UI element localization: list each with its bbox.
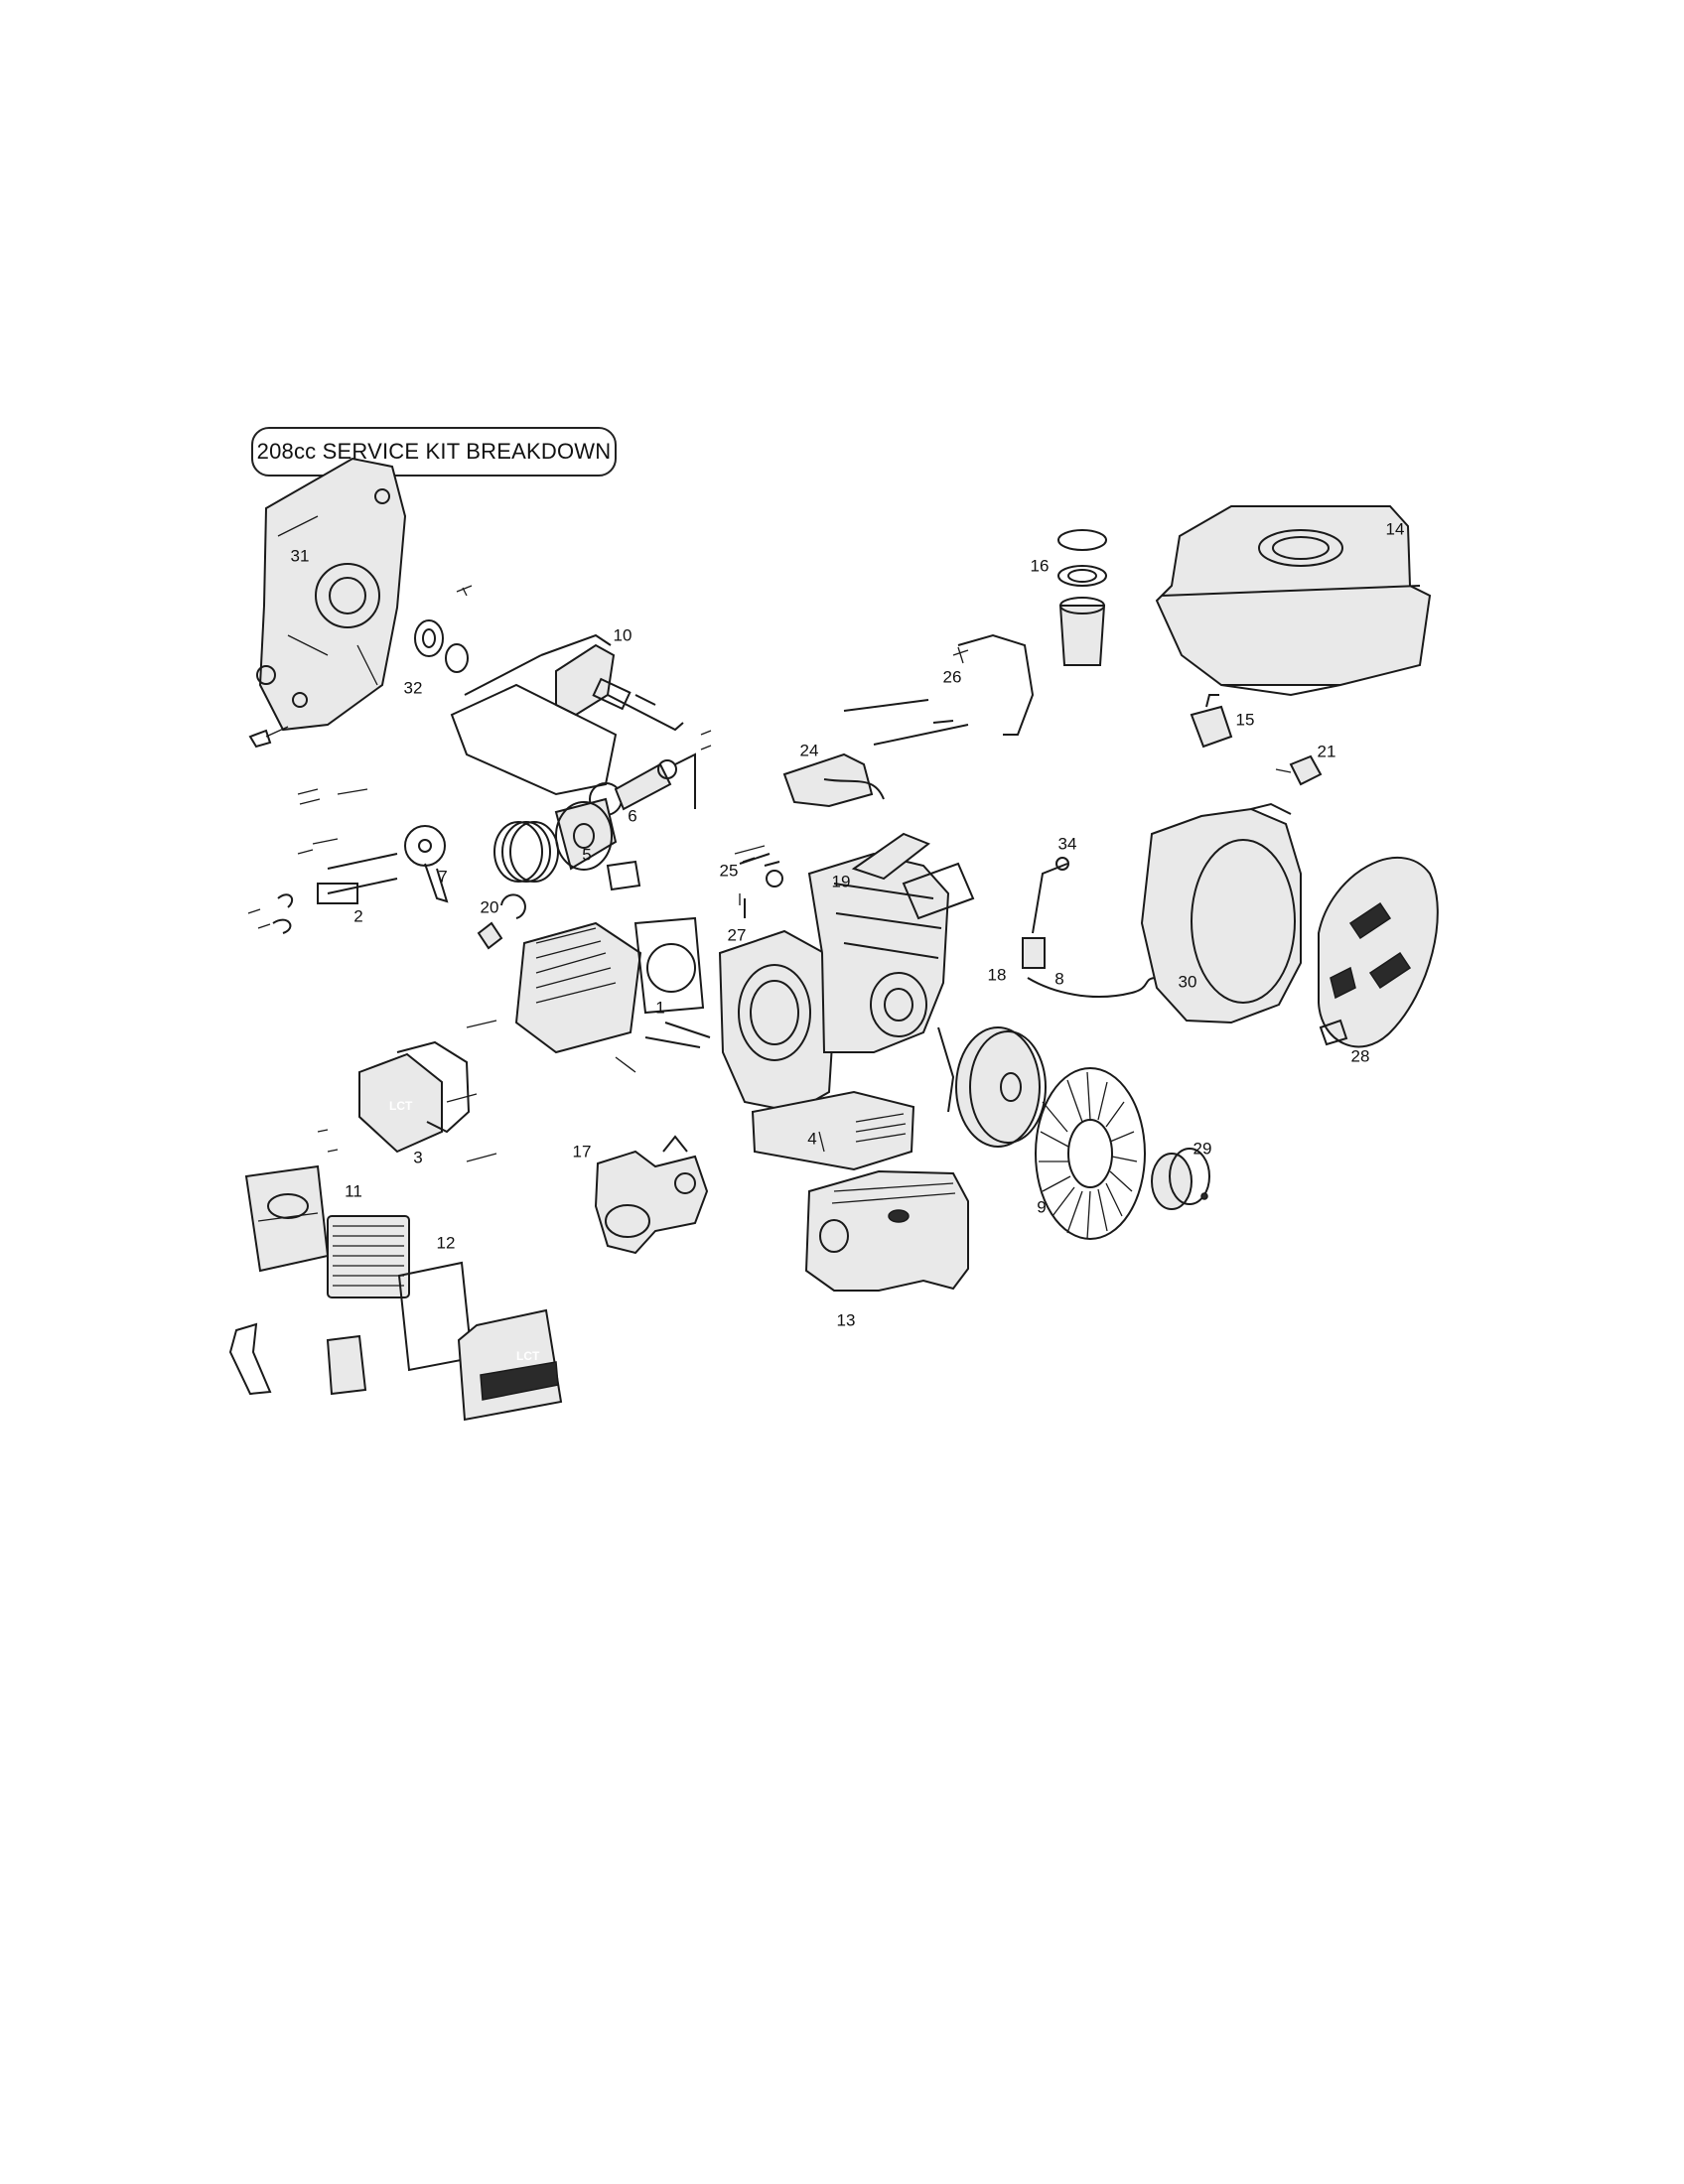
part-fuel-valve xyxy=(1190,694,1233,749)
part-valves-and-springs xyxy=(247,788,398,934)
part-air-filter-cover: LCT xyxy=(228,1308,563,1422)
part-piston xyxy=(493,797,641,891)
callout-4: 4 xyxy=(807,1129,817,1149)
part-bearing-and-seal xyxy=(414,585,473,673)
filter-cover-brand: LCT xyxy=(516,1349,540,1363)
callout-34: 34 xyxy=(1057,834,1077,854)
part-carburetor xyxy=(594,1135,709,1255)
part-stop-switch xyxy=(1275,754,1323,786)
part-air-filter-base xyxy=(244,1164,330,1273)
callout-31: 31 xyxy=(290,546,310,566)
part-fuel-cap-strainer xyxy=(1057,529,1107,666)
callout-7: 7 xyxy=(438,867,448,887)
callout-leaders xyxy=(615,1056,825,1153)
callout-13: 13 xyxy=(836,1310,856,1330)
part-air-filter-element xyxy=(327,1215,474,1372)
part-camshaft xyxy=(297,788,449,903)
callout-15: 15 xyxy=(1235,710,1255,730)
part-connecting-rod xyxy=(589,730,712,816)
callout-19: 19 xyxy=(831,872,851,891)
callout-6: 6 xyxy=(628,806,637,826)
part-ignition-coil xyxy=(1022,857,1158,999)
callout-21: 21 xyxy=(1317,742,1336,761)
callout-9: 9 xyxy=(1037,1197,1047,1217)
part-blower-housing xyxy=(1140,802,1302,1024)
callout-14: 14 xyxy=(1385,519,1405,539)
diagram-title-box: 208cc SERVICE KIT BREAKDOWN xyxy=(251,427,617,477)
part-valve-cover: LCT xyxy=(317,1020,497,1162)
part-starter-cup xyxy=(1151,1148,1210,1210)
part-flywheel xyxy=(955,1026,1047,1148)
callout-12: 12 xyxy=(436,1233,456,1253)
valve-cover-brand: LCT xyxy=(389,1099,413,1113)
part-fuel-tank xyxy=(1155,505,1432,697)
callout-28: 28 xyxy=(1350,1046,1370,1066)
part-throttle-control xyxy=(782,633,1035,808)
part-engine-shroud xyxy=(804,1169,969,1292)
part-cooling-fan xyxy=(1035,1067,1146,1240)
callout-32: 32 xyxy=(403,678,423,698)
part-cylinder-head xyxy=(477,893,711,1054)
callout-17: 17 xyxy=(572,1142,592,1161)
callout-30: 30 xyxy=(1178,972,1197,992)
part-crankshaft xyxy=(450,633,684,796)
callout-3: 3 xyxy=(413,1148,423,1167)
callout-16: 16 xyxy=(1030,556,1050,576)
callout-11: 11 xyxy=(345,1181,362,1201)
callout-18: 18 xyxy=(987,965,1007,985)
diagram-title: 208cc SERVICE KIT BREAKDOWN xyxy=(256,439,612,464)
part-engine-block xyxy=(718,832,975,1171)
callout-24: 24 xyxy=(799,741,819,760)
callout-10: 10 xyxy=(613,625,632,645)
part-crankcase-cover xyxy=(248,457,407,749)
part-recoil-starter xyxy=(1318,856,1439,1048)
callout-20: 20 xyxy=(480,897,499,917)
callout-26: 26 xyxy=(942,667,962,687)
callout-27: 27 xyxy=(727,925,747,945)
callout-29: 29 xyxy=(1193,1139,1212,1159)
callout-1: 1 xyxy=(655,998,665,1018)
callout-5: 5 xyxy=(582,845,592,865)
callout-8: 8 xyxy=(1054,969,1064,989)
callout-25: 25 xyxy=(719,861,739,881)
callout-2: 2 xyxy=(353,906,363,926)
part-small-fasteners xyxy=(739,853,783,918)
